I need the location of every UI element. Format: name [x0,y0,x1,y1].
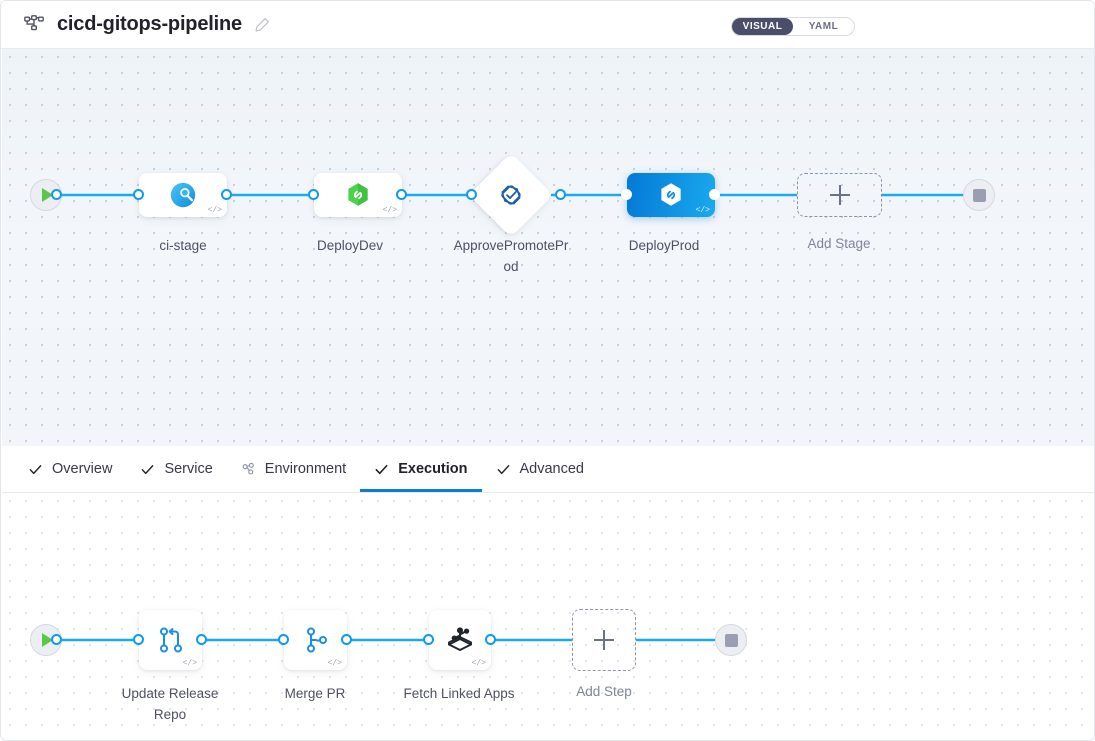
step-end-node[interactable] [715,624,747,656]
stage-port-out-deploydev[interactable] [396,189,407,200]
step-start-port[interactable] [51,634,62,645]
stage-port-in-ci-stage[interactable] [133,189,144,200]
toggle-option-yaml[interactable]: YAML [808,21,839,32]
stage-canvas[interactable]: </> ci-stage </> DeployDev [2,49,1094,446]
tab-label: Environment [264,461,347,477]
step-port-out-update-release-repo[interactable] [196,634,207,645]
stage-port-in-deploydev[interactable] [308,189,319,200]
tab-label: Service [164,461,213,477]
step-port-in-update-release-repo[interactable] [133,634,144,645]
plus-icon [594,630,614,650]
edit-pencil-icon[interactable] [254,17,270,33]
check-icon [497,464,509,474]
check-icon [142,464,154,474]
add-step-label: Add Step [576,684,632,699]
code-glyph: </> [382,206,397,215]
stage-node-deploydev[interactable]: </> [314,173,402,217]
step-node-update-release-repo[interactable]: </> [139,610,202,670]
stage-label-approvepromoteprod: ApprovePromoteProd [453,238,569,274]
stage-node-approvepromoteprod[interactable] [468,152,554,238]
stage-port-out-approvepromoteprod[interactable] [555,189,566,200]
check-icon [29,464,42,474]
approval-icon [501,185,521,205]
code-glyph: </> [182,659,197,668]
step-node-merge-pr[interactable]: </> [284,610,347,670]
stop-icon [972,188,986,202]
git-merge-icon [159,627,182,653]
git-branch-icon [306,627,327,653]
toggle-option-visual[interactable]: VISUAL [732,18,793,35]
step-label-merge-pr: Merge PR [284,686,346,701]
step-port-in-fetch-linked-apps[interactable] [423,634,434,645]
pipeline-icon [24,14,44,30]
tab-advanced[interactable]: Advanced [482,446,599,492]
stage-node-deployprod[interactable]: </> [627,173,715,217]
play-icon [42,633,53,647]
environment-icon [242,462,254,474]
tab-label: Advanced [519,461,585,477]
code-glyph: </> [471,659,486,668]
stage-port-in-approvepromoteprod[interactable] [466,189,477,200]
tab-overview[interactable]: Overview [14,446,126,492]
tab-environment[interactable]: Environment [227,446,360,492]
step-label-update-release-repo: Update Release Repo [121,686,219,722]
page-title: cicd-gitops-pipeline [57,13,242,35]
stage-label-ci-stage: ci-stage [159,238,207,253]
stop-icon [724,633,738,647]
view-mode-toggle[interactable]: VISUAL YAML [731,17,855,36]
step-port-out-merge-pr[interactable] [341,634,352,645]
step-label-fetch-linked-apps: Fetch Linked Apps [403,686,515,701]
stage-port-out-deployprod[interactable] [709,189,720,200]
stage-label-deploydev: DeployDev [316,238,384,253]
step-canvas[interactable]: </> Update Release Repo </> Merge PR [2,493,1094,740]
plus-icon [829,185,850,205]
start-node-port[interactable] [51,189,62,200]
pipeline-end-node[interactable] [963,179,995,211]
stage-config-tabs[interactable]: Overview Service Environment [2,446,1094,493]
play-icon [42,188,53,202]
tab-execution[interactable]: Execution [360,446,482,492]
add-step-button[interactable] [572,609,636,671]
harness-node-icon [448,627,472,651]
step-node-fetch-linked-apps[interactable]: </> [429,610,491,670]
header-bar: cicd-gitops-pipeline VISUAL YAML [1,1,1094,49]
stage-label-deployprod: DeployProd [628,238,700,253]
stage-port-out-ci-stage[interactable] [221,189,232,200]
ci-build-icon [170,182,196,208]
tab-service[interactable]: Service [126,446,226,492]
step-edges [56,638,722,642]
code-glyph: </> [207,206,222,215]
check-icon [375,464,388,474]
tab-label: Overview [52,461,113,477]
cd-deploy-icon [661,183,681,206]
code-glyph: </> [327,659,342,668]
cd-deploy-icon [348,183,368,206]
add-stage-label: Add Stage [807,236,871,251]
add-stage-button[interactable] [797,173,882,217]
step-port-out-fetch-linked-apps[interactable] [485,634,496,645]
code-glyph: </> [695,206,710,215]
stage-node-ci-stage[interactable]: </> [139,173,227,217]
step-port-in-merge-pr[interactable] [278,634,289,645]
stage-port-in-deployprod[interactable] [621,189,632,200]
tab-label: Execution [398,461,468,477]
